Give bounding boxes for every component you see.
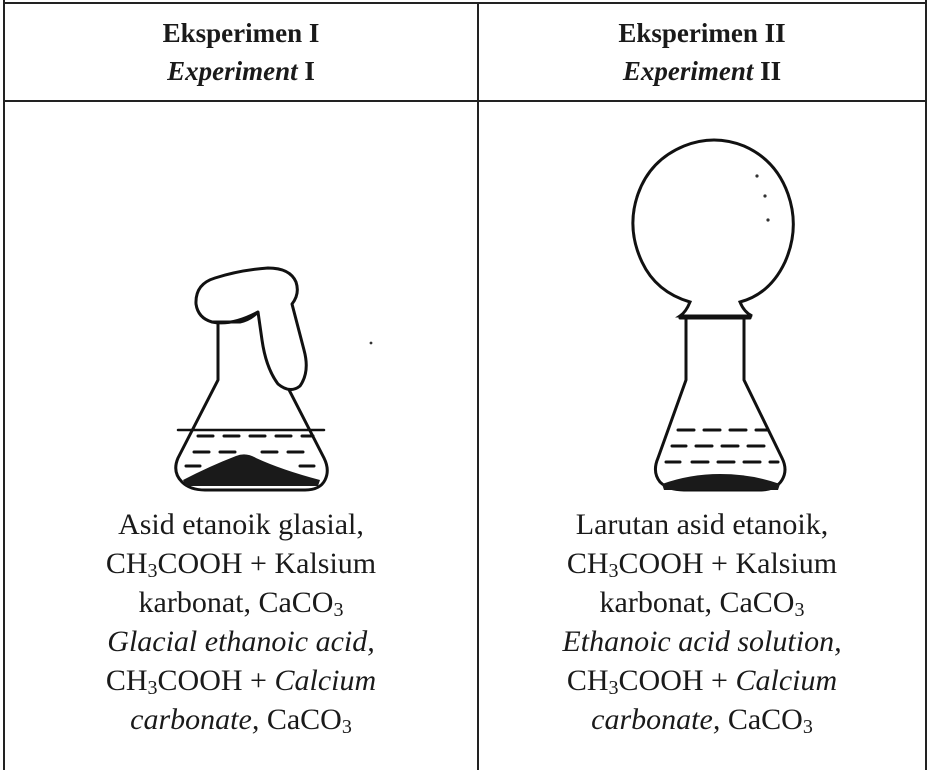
balloon-specks	[755, 174, 770, 222]
caption-experiment-2: Larutan asid etanoik, CH3COOH + Kalsium …	[562, 508, 842, 738]
speck	[369, 341, 373, 345]
deflated-balloon-experiment-1	[194, 266, 308, 391]
calcium-carbonate-solid-experiment-1	[183, 454, 320, 486]
inflated-balloon-experiment-2	[631, 138, 795, 318]
table-top-border	[3, 2, 927, 4]
header-title-ms: Eksperimen I	[162, 18, 320, 48]
flask-experiment-2	[653, 316, 787, 492]
balloon-neck-experiment-1	[211, 310, 259, 325]
header-title-en: Experiment II	[622, 56, 782, 86]
flask-experiment-1	[174, 320, 329, 492]
table-header-divider	[3, 100, 927, 102]
comparison-table	[3, 0, 927, 770]
table-column-divider	[477, 2, 479, 770]
liquid-dashes-experiment-2	[664, 428, 780, 464]
caption-experiment-1: Asid etanoik glasial, CH3COOH + Kalsium …	[105, 508, 377, 738]
liquid-dashes-experiment-1	[184, 434, 316, 468]
header-experiment-2: Eksperimen II Experiment II	[479, 6, 925, 100]
header-title-ms: Eksperimen II	[618, 18, 786, 48]
calcium-carbonate-solid-experiment-2	[662, 474, 780, 490]
header-experiment-1: Eksperimen I Experiment I	[5, 6, 477, 100]
header-title-en: Experiment I	[167, 56, 315, 86]
